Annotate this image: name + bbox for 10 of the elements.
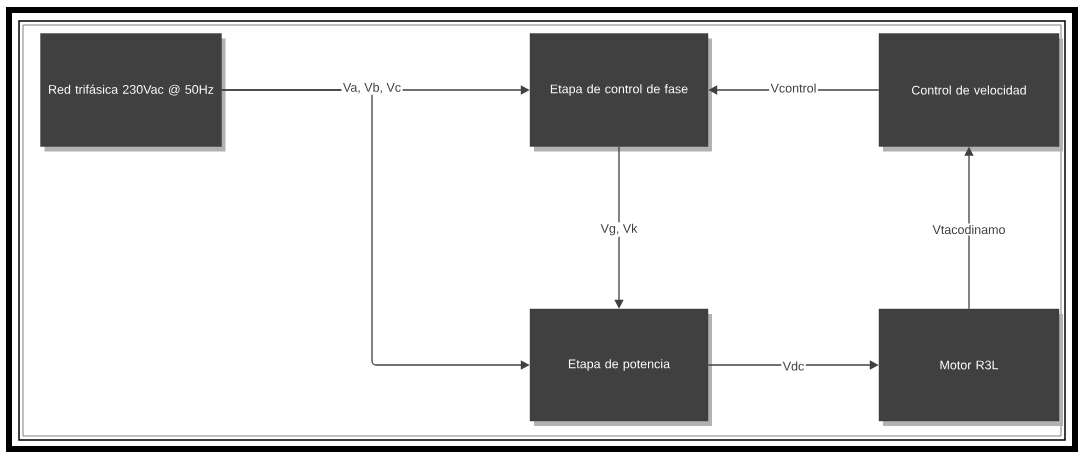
process-box: Etapa de potencia <box>529 308 712 426</box>
edge-label: Vdc <box>782 361 804 371</box>
process-box: Etapa de control de fase <box>529 33 712 152</box>
edge-label: Vtacodinamo <box>932 224 1005 235</box>
process-box: Motor R3L <box>878 308 1063 426</box>
process-box: Control de velocidad <box>878 33 1063 152</box>
edge-label: Va, Vb, Vc <box>343 82 401 94</box>
edge-label: Vcontrol <box>770 83 816 93</box>
edge-label: Vg, Vk <box>600 223 638 236</box>
process-box: Red trifásica 230Vac @ 50Hz <box>40 33 226 152</box>
